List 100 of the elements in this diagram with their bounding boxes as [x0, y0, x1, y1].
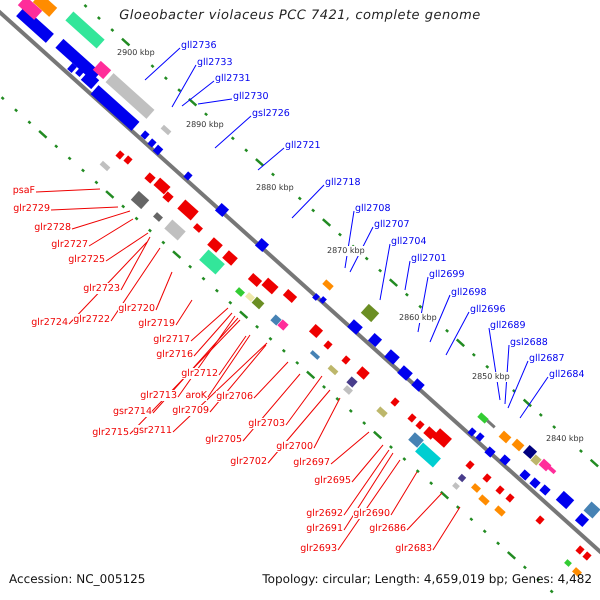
leader-line — [36, 188, 100, 192]
scale-label: 2870 kbp — [327, 246, 365, 256]
leader-line — [258, 148, 284, 170]
leader-line — [120, 236, 150, 290]
leader-line — [214, 116, 252, 148]
leader-line — [110, 248, 160, 322]
leader-line — [218, 336, 246, 376]
leader-line — [344, 452, 394, 530]
leader-line — [198, 98, 232, 104]
gene-label: glr2724 — [31, 317, 68, 328]
gene-label: glr2717 — [153, 334, 190, 345]
gene-label: glr2683 — [395, 543, 432, 554]
gene-label: gsl2688 — [510, 337, 548, 348]
leader-line — [432, 506, 460, 550]
scale-label: 2900 kbp — [117, 48, 155, 58]
leader-line — [390, 472, 418, 516]
gene-label: gll2721 — [285, 140, 320, 151]
gene-label: glr2703 — [248, 418, 285, 429]
gene-label: glr2722 — [73, 314, 110, 325]
gene-label: gll2689 — [490, 320, 526, 331]
gene-label: gll2696 — [470, 304, 506, 315]
leader-line — [172, 342, 268, 432]
leader-line — [330, 432, 370, 464]
leader-line — [488, 328, 500, 400]
leader-line — [208, 334, 250, 398]
leader-line — [446, 312, 470, 356]
gene-label: glr2706 — [216, 391, 253, 402]
gene-label: gll2736 — [181, 40, 216, 51]
gene-label: glr2723 — [83, 283, 120, 294]
gene-label: gll2730 — [233, 91, 268, 102]
scale-label: 2850 kbp — [472, 372, 510, 382]
gene-label: psaF — [12, 185, 35, 196]
gene-label: gll2699 — [429, 269, 464, 280]
leader-line — [88, 218, 134, 246]
gene-label: glr2729 — [13, 203, 50, 214]
leader-line — [106, 232, 148, 262]
gene-label: gll2684 — [549, 369, 584, 380]
gene-label: glr2700 — [276, 441, 313, 452]
leader-line — [176, 300, 192, 326]
leader-line — [286, 376, 322, 426]
leader-line — [508, 360, 528, 408]
scale-label: 2890 kbp — [186, 120, 224, 130]
leader-line — [406, 492, 442, 530]
gene-label: glr2692 — [306, 508, 343, 519]
leader-line — [172, 64, 196, 108]
gene-label: glr2716 — [156, 349, 193, 360]
gene-label: glr2728 — [34, 222, 71, 233]
gene-label: gll2704 — [391, 236, 426, 247]
gene-label: gll2687 — [529, 353, 564, 364]
leader-line — [344, 450, 390, 516]
gene-label: glr2713 — [140, 390, 177, 401]
leader-line — [404, 260, 410, 290]
map-title: Gloeobacter violaceus PCC 7421, complete genome — [118, 10, 482, 21]
leader-line — [430, 294, 450, 342]
gene-label: gsr2711 — [132, 425, 172, 436]
gene-label: glr2693 — [300, 543, 337, 554]
gene-label: glr2702 — [230, 456, 267, 467]
scale-label: 2840 kbp — [546, 434, 584, 444]
gene-label: gll2701 — [411, 253, 446, 264]
gene-label: gll2698 — [451, 287, 486, 298]
gene-label: glr2709 — [172, 405, 209, 416]
gene-label: gll2718 — [325, 177, 360, 188]
gene-label: gll2733 — [197, 57, 232, 68]
leader-line — [292, 184, 324, 218]
gene-label: gll2708 — [355, 203, 390, 214]
gene-label: gsr2714 — [112, 406, 152, 417]
leader-line — [314, 398, 340, 448]
leader-line — [190, 308, 228, 342]
gene-label: glr2727 — [51, 239, 88, 250]
scale-label: 2880 kbp — [256, 183, 294, 193]
footer-text: Accession: NC_005125 — [9, 574, 146, 585]
gene-label: aroK — [185, 390, 207, 401]
leader-line — [254, 362, 288, 398]
gene-label: glr2715 — [92, 427, 129, 438]
leader-line — [156, 272, 172, 310]
leader-line — [178, 316, 236, 398]
gene-label: glr2712 — [181, 368, 218, 379]
leader-line — [182, 80, 214, 106]
gene-label: gsl2726 — [252, 108, 290, 119]
gene-label: glr2697 — [293, 457, 330, 468]
leader-line — [194, 312, 232, 356]
gene-label: glr2690 — [353, 508, 390, 519]
scale-label: 2860 kbp — [399, 313, 437, 323]
gene-label: glr2720 — [118, 303, 155, 314]
gene-label: glr2695 — [314, 475, 351, 486]
gene-label: glr2725 — [68, 254, 105, 265]
leader-line — [144, 48, 180, 80]
footer-text: Topology: circular; Length: 4,659,019 bp; Genes: 4,482 — [262, 574, 592, 585]
gene-label: glr2705 — [205, 434, 242, 445]
leader-line — [380, 244, 390, 300]
leader-line — [72, 210, 130, 230]
leader-line — [338, 460, 400, 550]
gene-label: gll2731 — [215, 73, 250, 84]
gene-label: gll2707 — [374, 219, 410, 230]
leader-line — [50, 206, 118, 210]
gene-label: glr2691 — [306, 523, 343, 534]
leader-line — [520, 376, 548, 418]
gene-label: glr2686 — [369, 523, 406, 534]
gene-label: glr2719 — [138, 318, 175, 329]
leader-line — [352, 444, 384, 482]
